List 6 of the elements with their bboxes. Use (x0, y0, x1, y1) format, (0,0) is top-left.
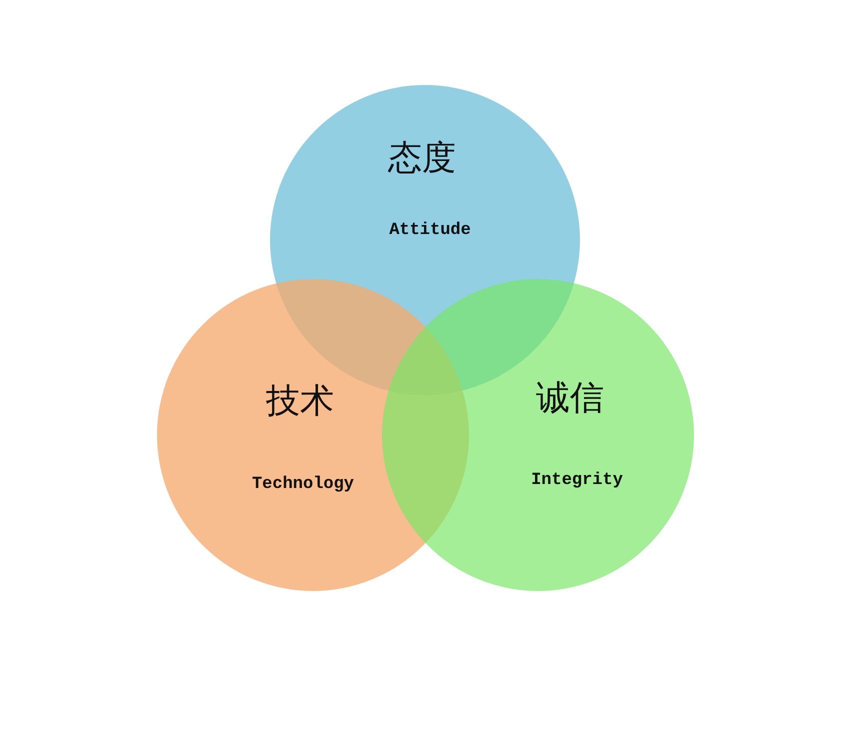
circle-title: 诚信 (536, 378, 604, 418)
circle-subtitle: Technology (252, 475, 354, 495)
circle-title: 态度 (388, 138, 456, 178)
circle-subtitle: Attitude (389, 221, 471, 241)
circle-subtitle: Integrity (531, 471, 623, 491)
circle-title: 技术 (266, 381, 334, 421)
